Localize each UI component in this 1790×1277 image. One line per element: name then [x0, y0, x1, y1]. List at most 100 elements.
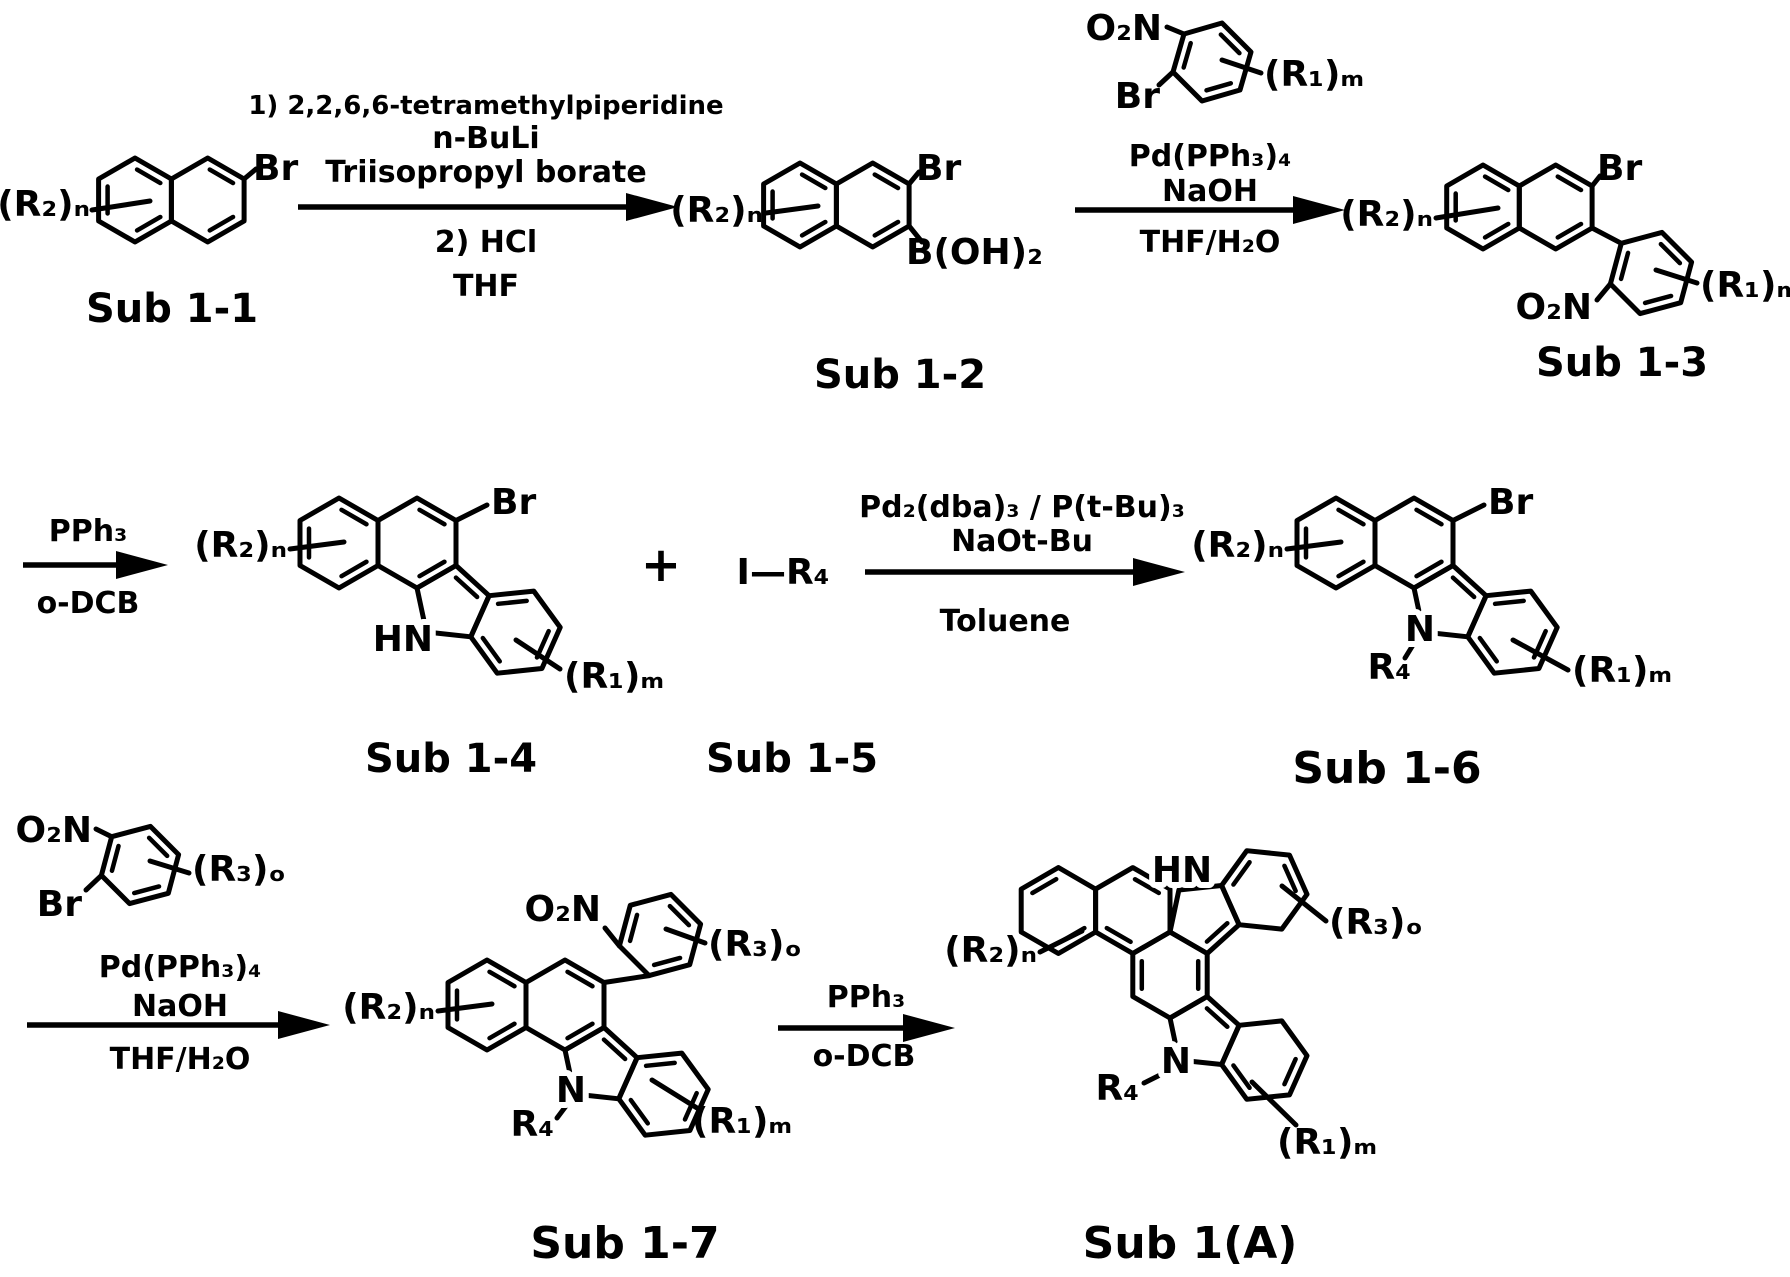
- substituent-br: Br: [1488, 482, 1533, 523]
- substituent-r4: R₄: [1368, 647, 1412, 688]
- structure-sub-1-2: (R₂)ₙ Br B(OH)₂ Sub 1-2: [670, 148, 1043, 398]
- substituent-bond: [1222, 60, 1261, 73]
- label-sub-1-4: Sub 1-4: [365, 736, 537, 782]
- reagent-text: n-BuLi: [432, 121, 539, 156]
- reagent-text: Toluene: [940, 604, 1071, 639]
- nitrogen-atom: N: [1405, 609, 1435, 650]
- label-sub-1a: Sub 1(A): [1083, 1218, 1298, 1269]
- structure-sub-1-3: (R₂)ₙ Br O₂N (R₁)ₘ Sub 1-3: [1340, 148, 1790, 386]
- benzene-ring: [171, 158, 244, 242]
- structure-sub-1-4: (R₂)ₙ Br HN (R₁)ₘ Sub 1-4: [194, 482, 664, 782]
- substituent-r3o: (R₃)ₒ: [708, 924, 802, 965]
- substituent-no2: O₂N: [1086, 8, 1163, 49]
- reaction-arrow-5: Pd(PPh₃)₄ NaOH THF/H₂O: [27, 950, 330, 1077]
- substituent-no2: O₂N: [1516, 287, 1593, 328]
- arrow-head: [278, 1011, 330, 1039]
- reagent-text: THF: [453, 269, 519, 304]
- substituent-boronic-acid: B(OH)₂: [906, 232, 1043, 273]
- substituent-bond: [1159, 72, 1173, 85]
- double-bond-line: [1207, 83, 1231, 90]
- substituent-br: Br: [1597, 148, 1642, 189]
- reagent-text: PPh₃: [49, 514, 127, 549]
- reagent-text: o-DCB: [813, 1039, 916, 1074]
- reagent-text: THF/H₂O: [110, 1042, 251, 1077]
- label-sub-1-1: Sub 1-1: [86, 286, 258, 332]
- reagent-text: Pd(PPh₃)₄: [99, 950, 262, 985]
- arrow-head: [903, 1014, 955, 1042]
- substituent-r2n: (R₂)ₙ: [1191, 525, 1284, 566]
- alkyl-iodide-formula: I—R₄: [737, 552, 830, 593]
- substituent-bond: [1252, 1082, 1296, 1125]
- substituent-br: Br: [1115, 76, 1160, 117]
- double-bond-line: [654, 958, 680, 965]
- arrow-head: [1293, 196, 1345, 224]
- nitrogen-atom: N: [556, 1070, 586, 1111]
- substituent-br: Br: [916, 148, 961, 189]
- substituent-r1m: (R₁)ₘ: [1264, 54, 1364, 95]
- reagent-text: Pd₂(dba)₃ / P(t-Bu)₃: [859, 490, 1185, 525]
- benzene-ring: [836, 163, 909, 247]
- double-bond-line: [498, 601, 527, 604]
- substituent-r1m: (R₁)ₘ: [1700, 265, 1790, 306]
- label-sub-1-5: Sub 1-5: [706, 736, 878, 782]
- double-bond-line: [1645, 296, 1671, 303]
- substituent-br: Br: [37, 884, 82, 925]
- double-bond-line: [646, 1063, 675, 1066]
- substituent-r1m: (R₁)ₘ: [564, 656, 664, 697]
- substituent-no2: O₂N: [16, 810, 93, 851]
- reagent-text: PPh₃: [827, 980, 905, 1015]
- label-sub-1-2: Sub 1-2: [814, 352, 986, 398]
- substituent-bond: [1167, 27, 1184, 34]
- reagent-text: 1) 2,2,6,6-tetramethylpiperidine: [248, 91, 723, 121]
- reagent-text: Triisopropyl borate: [325, 155, 646, 190]
- reagent-text: 2) HCl: [435, 225, 537, 260]
- arrow-head: [1133, 558, 1185, 586]
- benzene-ring: [1519, 165, 1592, 249]
- substituent-br: Br: [491, 482, 536, 523]
- double-bond-line: [630, 915, 637, 941]
- structure-sub-1-1: (R₂)ₙ Br Sub 1-1: [0, 148, 298, 332]
- reagent-text: o-DCB: [37, 586, 140, 621]
- substituent-bond: [456, 505, 487, 521]
- substituent-bond: [96, 829, 112, 837]
- substituent-r3o: (R₃)ₒ: [192, 849, 286, 890]
- double-bond-line: [1495, 601, 1524, 604]
- substituent-bond: [150, 861, 189, 873]
- reagent-text: NaOH: [132, 989, 228, 1024]
- substituent-r4: R₄: [1096, 1068, 1140, 1109]
- arrow-head: [116, 551, 168, 579]
- substituent-r1m: (R₁)ₘ: [1572, 650, 1672, 691]
- reaction-arrow-2: Pd(PPh₃)₄ NaOH THF/H₂O: [1075, 139, 1345, 260]
- substituent-r1m: (R₁)ₘ: [692, 1101, 792, 1142]
- label-sub-1-7: Sub 1-7: [530, 1218, 719, 1269]
- nh-group: HN: [1152, 850, 1212, 891]
- substituent-bond: [652, 1080, 697, 1108]
- substituent-r2n: (R₂)ₙ: [194, 525, 287, 566]
- substituent-r2n: (R₂)ₙ: [1340, 194, 1433, 235]
- reaction-arrow-6: PPh₃ o-DCB: [778, 980, 955, 1074]
- label-sub-1-6: Sub 1-6: [1292, 743, 1481, 794]
- structure-sub-1a: HN (R₂)ₙ (R₃)ₒ N R₄ (R₁)ₘ Sub 1(A): [944, 850, 1423, 1269]
- structure-bromo-nitrobenzene-r3: O₂N Br (R₃)ₒ: [16, 810, 286, 925]
- substituent-r3o: (R₃)ₒ: [1329, 902, 1423, 943]
- substituent-no2: O₂N: [525, 889, 602, 930]
- reaction-arrow-3: PPh₃ o-DCB: [23, 514, 168, 621]
- reagent-text: NaOt-Bu: [951, 524, 1093, 559]
- reaction-arrow-1: 1) 2,2,6,6-tetramethylpiperidine n-BuLi …: [248, 91, 723, 304]
- structure-sub-1-6: (R₂)ₙ Br N R₄ (R₁)ₘ Sub 1-6: [1191, 482, 1672, 794]
- substituent-r1m: (R₁)ₘ: [1277, 1122, 1377, 1163]
- biaryl-bond: [1592, 228, 1621, 243]
- reaction-arrow-4: Pd₂(dba)₃ / P(t-Bu)₃ NaOt-Bu Toluene: [859, 490, 1185, 639]
- reagent-text: Pd(PPh₃)₄: [1129, 139, 1292, 174]
- substituent-r2n: (R₂)ₙ: [342, 987, 435, 1028]
- structure-sub-1-5: + I—R₄ Sub 1-5: [641, 537, 878, 782]
- double-bond-line: [112, 846, 119, 871]
- nh-group: HN: [373, 619, 433, 660]
- substituent-bond: [1453, 505, 1484, 521]
- substituent-r4: R₄: [511, 1104, 555, 1145]
- substituent-bond: [605, 928, 619, 946]
- double-bond-line: [1184, 43, 1191, 67]
- substituent-r2n: (R₂)ₙ: [944, 930, 1037, 971]
- structure-bromo-nitrobenzene-r1: O₂N Br (R₁)ₘ: [1086, 8, 1365, 117]
